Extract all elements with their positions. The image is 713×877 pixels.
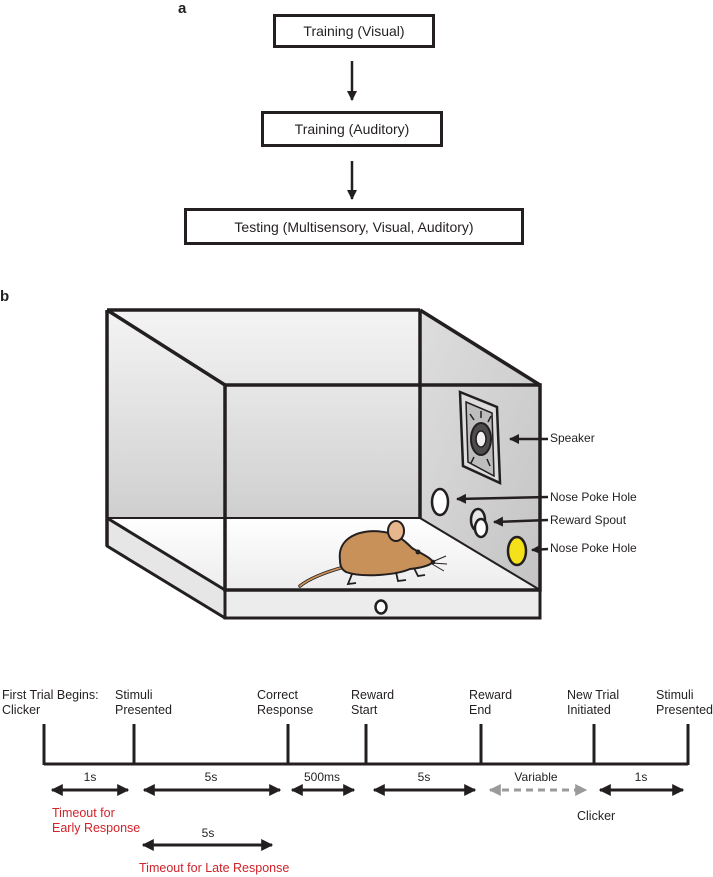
step-box-training-visual: Training (Visual): [273, 14, 435, 48]
duration-label-6: 1s: [634, 770, 648, 784]
event-line-1: Correct: [257, 688, 298, 702]
speaker-icon: [458, 390, 502, 485]
timeout-early-label: Timeout for Early Response: [52, 806, 140, 836]
event-line-1: Stimuli: [115, 688, 153, 702]
operant-chamber: [105, 308, 542, 620]
step-box-training-auditory: Training (Auditory): [261, 111, 443, 147]
duration-label-2: 5s: [204, 770, 218, 784]
event-line-2: Initiated: [567, 703, 611, 717]
event-line-1: Reward: [469, 688, 513, 702]
reward-spout-icon: [469, 507, 489, 539]
event-line-2: Response: [257, 703, 314, 717]
event-line-1: Reward: [351, 688, 395, 702]
duration-label-late: 5s: [201, 826, 215, 840]
event-correct-response: Correct Response: [257, 688, 313, 718]
chamber-back-wall: [107, 310, 420, 518]
timeout-late-label: Timeout for Late Response: [139, 861, 290, 875]
event-stimuli-presented: Stimuli Presented: [115, 688, 172, 718]
panel-a-label: a: [178, 0, 187, 17]
callout-nose-poke-hole-2: Nose Poke Hole: [550, 541, 637, 555]
event-reward-start: Reward Start: [351, 688, 394, 718]
event-new-trial: New Trial Initiated: [567, 688, 619, 718]
step-label: Testing (Multisensory, Visual, Auditory): [234, 218, 474, 235]
event-reward-end: Reward End: [469, 688, 512, 718]
chamber-floor: [107, 518, 540, 590]
duration-label-5: Variable: [514, 770, 558, 784]
panel-b-label: b: [0, 288, 10, 305]
duration-label-1: 1s: [83, 770, 97, 784]
event-line-2: Presented: [656, 703, 713, 717]
event-line-2: Start: [351, 703, 378, 717]
callout-nose-poke-hole-1: Nose Poke Hole: [550, 490, 637, 504]
event-line-2: Presented: [115, 703, 172, 717]
event-stimuli-presented-2: Stimuli Presented: [656, 688, 713, 718]
step-label: Training (Visual): [303, 23, 405, 39]
step-box-testing: Testing (Multisensory, Visual, Auditory): [184, 208, 524, 245]
timeout-early-line-1: Timeout for: [52, 806, 115, 820]
clicker-label: Clicker: [577, 809, 616, 823]
duration-label-3: 500ms: [303, 770, 341, 784]
duration-arrows: [50, 784, 685, 851]
timeout-early-line-2: Early Response: [52, 821, 141, 835]
nose-poke-hole-2: [506, 535, 528, 567]
event-line-1: New Trial: [567, 688, 620, 702]
callout-speaker: Speaker: [550, 431, 595, 445]
front-port: [374, 599, 388, 615]
event-line-2: End: [469, 703, 492, 717]
event-line-1: Stimuli: [656, 688, 694, 702]
timeline-ticks: [42, 724, 690, 765]
callout-reward-spout: Reward Spout: [550, 513, 627, 527]
chamber-front-frame: [223, 383, 542, 592]
step-label: Training (Auditory): [294, 121, 410, 137]
event-first-trial: First Trial Begins: Clicker: [2, 688, 99, 718]
nose-poke-hole-1: [430, 487, 450, 517]
event-line-1: First Trial Begins:: [2, 688, 99, 702]
mouse-illustration: [298, 520, 448, 588]
event-line-2: Clicker: [2, 703, 41, 717]
duration-label-4: 5s: [417, 770, 431, 784]
